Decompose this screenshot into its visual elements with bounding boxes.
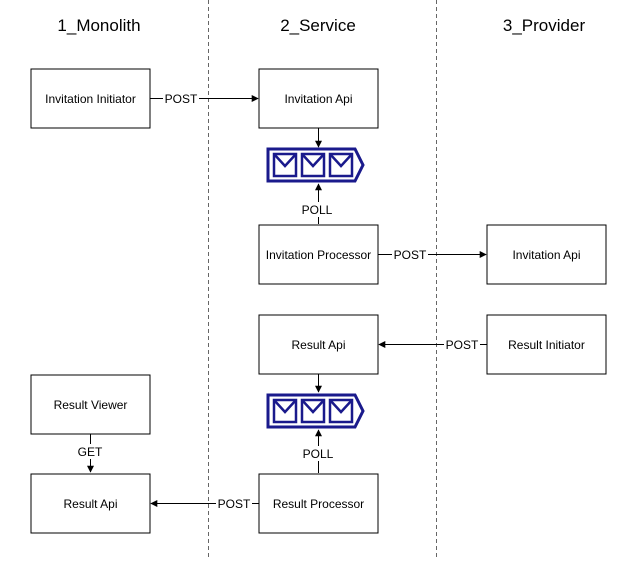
node-label: Result Api [291,338,345,352]
node-label: Invitation Api [284,92,352,106]
lane-title-monolith: 1_Monolith [57,16,140,35]
edge-label-bg [163,91,199,106]
message-queue-icon [266,147,365,183]
node-result-api-service: Result Api [258,314,379,375]
node-result-initiator: Result Initiator [486,314,607,375]
node-label: Invitation Initiator [45,92,136,106]
edge-label-post: POST [218,497,251,511]
lane-title-provider: 3_Provider [503,16,586,35]
edge-label-poll: POLL [303,447,334,461]
lane-title-service: 2_Service [280,16,356,35]
edge-label-post: POST [165,92,198,106]
edge-label-post: POST [394,248,427,262]
edge-label-bg [392,247,428,262]
node-result-api-monolith: Result Api [30,473,151,534]
edge-label-poll: POLL [302,203,333,217]
node-result-viewer: Result Viewer [30,374,151,435]
edge-label-bg [216,496,252,511]
edge-label-bg [299,202,335,217]
edge-label-bg [73,444,107,459]
node-label: Invitation Api [512,248,580,262]
node-label: Result Initiator [508,338,585,352]
node-result-processor: Result Processor [258,473,379,534]
node-label: Result Api [63,497,117,511]
node-invitation-processor: Invitation Processor [258,224,379,285]
node-label: Result Viewer [54,398,128,412]
edge-label-post: POST [446,338,479,352]
edge-label-bg [444,337,480,352]
node-invitation-api-service: Invitation Api [258,68,379,129]
message-queue-icon [266,393,365,429]
node-label: Result Processor [273,497,364,511]
edge-label-bg [300,446,336,461]
node-invitation-initiator: Invitation Initiator [30,68,151,129]
edge-label-get: GET [78,445,103,459]
node-label: Invitation Processor [266,248,371,262]
node-invitation-api-provider: Invitation Api [486,224,607,285]
